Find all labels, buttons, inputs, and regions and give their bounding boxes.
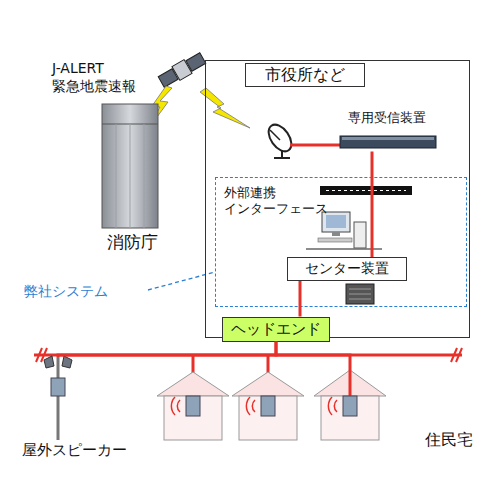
building-line xyxy=(130,124,131,228)
cable-connector xyxy=(276,342,350,371)
dish-feed xyxy=(270,130,280,140)
house-icon xyxy=(232,372,304,440)
node-label: 住民宅 xyxy=(425,430,475,450)
system-group: 弊社システム外部連携 インターフェースセンター装置 xyxy=(215,177,467,307)
cable-connector xyxy=(299,281,302,317)
satellite-icon xyxy=(157,51,207,89)
dish-reflector xyxy=(264,121,296,156)
dish-stand xyxy=(274,157,290,159)
city-hall-box: 市役所など専用受信装置弊社システム外部連携 インターフェースセンター装置ヘッドエ… xyxy=(205,60,470,338)
terminal-device xyxy=(51,378,65,396)
house-roof xyxy=(157,372,229,396)
group-label: 弊社システム xyxy=(24,283,139,301)
monitor-stand xyxy=(332,232,340,236)
satellite-dish xyxy=(264,121,296,158)
speaker-pole xyxy=(44,356,72,440)
speaker-node: 屋外スピーカー xyxy=(22,357,134,462)
source-label: J-ALERT 緊急地震速報 xyxy=(52,60,152,95)
receiver-node: 専用受信装置 xyxy=(325,108,450,152)
house-wall xyxy=(164,396,222,440)
house-icon xyxy=(314,370,386,440)
break-mark xyxy=(456,348,462,362)
monitor-screen xyxy=(326,215,346,228)
bus-line xyxy=(34,354,462,357)
pc-tower xyxy=(354,222,366,248)
pole xyxy=(57,357,60,440)
drop-line xyxy=(349,370,352,396)
dish-stand xyxy=(281,150,283,158)
desk xyxy=(306,248,382,250)
node-label: 消防庁 xyxy=(92,232,172,253)
terminal-device xyxy=(261,396,275,416)
box-label: センター装置 xyxy=(288,260,406,278)
box-label: ヘッドエンド xyxy=(223,320,329,339)
node-label: 屋外スピーカー xyxy=(22,441,134,460)
process-box: センター装置 xyxy=(287,257,407,281)
wireless-waves xyxy=(171,397,180,415)
interface-device xyxy=(320,186,412,195)
keyboard xyxy=(318,238,352,242)
server-rack-line xyxy=(349,294,371,295)
interface-node: 外部連携 インターフェース xyxy=(221,182,421,228)
lightning-bolt xyxy=(200,88,250,128)
speaker-horn xyxy=(44,356,54,368)
server-rack-line xyxy=(349,289,371,290)
house-icon xyxy=(157,372,229,440)
wireless-waves xyxy=(246,397,255,415)
receiver-device xyxy=(340,136,436,148)
speaker-horn xyxy=(62,356,72,368)
interface-detail xyxy=(326,190,406,191)
process-box: ヘッドエンド xyxy=(222,317,330,342)
house-node: 住民宅 xyxy=(315,370,475,454)
cable-line xyxy=(290,144,342,147)
agency-building: 消防庁 xyxy=(92,98,172,258)
building-body xyxy=(102,104,158,228)
cable-connector xyxy=(371,152,374,258)
device-label: 専用受信装置 xyxy=(325,110,450,126)
cable-connector xyxy=(58,342,276,358)
server-rack xyxy=(346,284,374,304)
wireless-waves xyxy=(328,397,337,415)
satellite-body xyxy=(172,60,192,81)
terminal-device xyxy=(343,396,357,416)
receiver-highlight xyxy=(342,137,434,140)
server-rack-line xyxy=(349,299,371,300)
terminal-device xyxy=(186,396,200,416)
house-wall xyxy=(321,396,379,440)
house-wall xyxy=(239,396,297,440)
building-icon xyxy=(102,104,158,228)
house-roof xyxy=(314,370,386,396)
building-line xyxy=(144,124,145,228)
box-heading: 市役所など xyxy=(245,63,365,87)
device-label: 外部連携 インターフェース xyxy=(224,185,342,218)
house-roof xyxy=(232,372,304,396)
building-line xyxy=(116,124,117,228)
